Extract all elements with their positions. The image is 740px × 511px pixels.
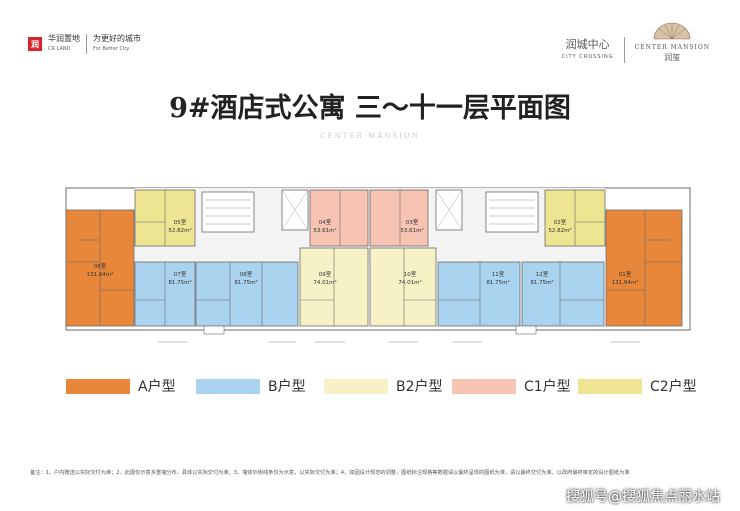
unit-05-area: 52.82m² — [168, 227, 191, 234]
unit-05-id: 05室 — [174, 218, 187, 226]
brand-cn: 润玺 — [664, 53, 681, 62]
legend-swatch-b — [196, 378, 260, 394]
page-title: 9#酒店式公寓 三〜十一层平面图 — [169, 93, 571, 124]
footnote: 备注：1、户内赠送以实际交付为准；2、此图仅示意多重墙分布，具体以实际交付为准；… — [30, 470, 630, 476]
stair-core-right — [485, 191, 539, 233]
unit-03-area: 53.61m² — [400, 227, 423, 234]
legend-item-c1: C1户型 — [452, 376, 571, 396]
legend-item-b2: B2户型 — [324, 376, 443, 396]
project-sub: CITY CROSSING — [561, 54, 614, 60]
developer-name: 华润置地 — [48, 34, 80, 43]
partition-walls — [66, 190, 682, 326]
unit-10-id: 10室 — [404, 270, 417, 278]
developer-name-block: 华润置地 CR LAND — [48, 34, 80, 54]
legend-label-b2: B2户型 — [396, 379, 443, 395]
legend-swatch-a — [66, 378, 130, 394]
unit-12-area: 81.75m² — [530, 279, 553, 286]
unit-10 — [369, 247, 437, 327]
unit-01 — [605, 209, 683, 327]
legend-label-c1: C1户型 — [524, 379, 571, 395]
unit-08 — [195, 261, 299, 327]
unit-08-id: 08室 — [240, 270, 253, 278]
slogan: 为更好的城市 — [93, 34, 141, 43]
unit-09-area: 74.01m² — [313, 279, 336, 286]
legend-label-c2: C2户型 — [650, 379, 697, 395]
logo-divider — [623, 37, 625, 63]
unit-02-id: 02室 — [554, 218, 567, 226]
unit-04-id: 04室 — [319, 218, 332, 226]
legend-item-a: A户型 — [66, 376, 176, 396]
legend-label-b: B户型 — [268, 379, 306, 395]
fan-emblem-icon — [653, 22, 691, 40]
unit-08-area: 81.75m² — [234, 279, 257, 286]
unit-03-id: 03室 — [406, 218, 419, 226]
project-name: 润城中心 — [565, 38, 610, 51]
developer-logo: 润 华润置地 CR LAND 为更好的城市 For Better City — [28, 34, 141, 54]
project-logo: 润城中心 CITY CROSSING CENTER MANSION 润玺 — [562, 22, 710, 63]
legend-item-c2: C2户型 — [578, 376, 697, 396]
legend-label-a: A户型 — [138, 379, 176, 395]
balconies — [203, 325, 537, 335]
title-watermark: CENTER MANSION — [320, 132, 420, 140]
unit-11-area: 81.75m² — [486, 279, 509, 286]
project-name-block: 润城中心 CITY CROSSING — [562, 39, 614, 63]
brand-block: CENTER MANSION 润玺 — [635, 22, 710, 63]
unit-11 — [437, 261, 521, 327]
unit-12-id: 12室 — [536, 270, 549, 278]
elevator-core — [281, 189, 463, 231]
legend-swatch-c2 — [578, 378, 642, 394]
legend-swatch-c1 — [452, 378, 516, 394]
unit-03 — [369, 189, 429, 247]
unit-11-id: 11室 — [492, 270, 505, 278]
legend-item-b: B户型 — [196, 376, 306, 396]
brand-en: CENTER MANSION — [634, 44, 710, 51]
slogan-block: 为更好的城市 For Better City — [86, 34, 141, 54]
unit-07-id: 07室 — [174, 270, 187, 278]
unit-06-area: 131.64m² — [87, 271, 114, 278]
stair-core-left — [201, 191, 255, 233]
unit-12 — [521, 261, 605, 327]
cr-land-icon: 润 — [28, 37, 42, 51]
unit-06-id: 06室 — [94, 262, 107, 270]
source-watermark: 搜狐号@搜狐焦点丽水站 — [566, 489, 720, 505]
unit-02-area: 52.82m² — [548, 227, 571, 234]
unit-07-area: 81.75m² — [168, 279, 191, 286]
unit-04 — [309, 189, 369, 247]
unit-04-area: 53.61m² — [313, 227, 336, 234]
unit-10-area: 74.01m² — [398, 279, 421, 286]
legend-swatch-b2 — [324, 378, 388, 394]
unit-01-id: 01室 — [619, 270, 632, 278]
unit-01-area: 131.64m² — [612, 279, 639, 286]
slogan-sub: For Better City — [93, 46, 130, 52]
developer-sub: CR LAND — [48, 46, 71, 52]
unit-09-id: 09室 — [319, 270, 332, 278]
